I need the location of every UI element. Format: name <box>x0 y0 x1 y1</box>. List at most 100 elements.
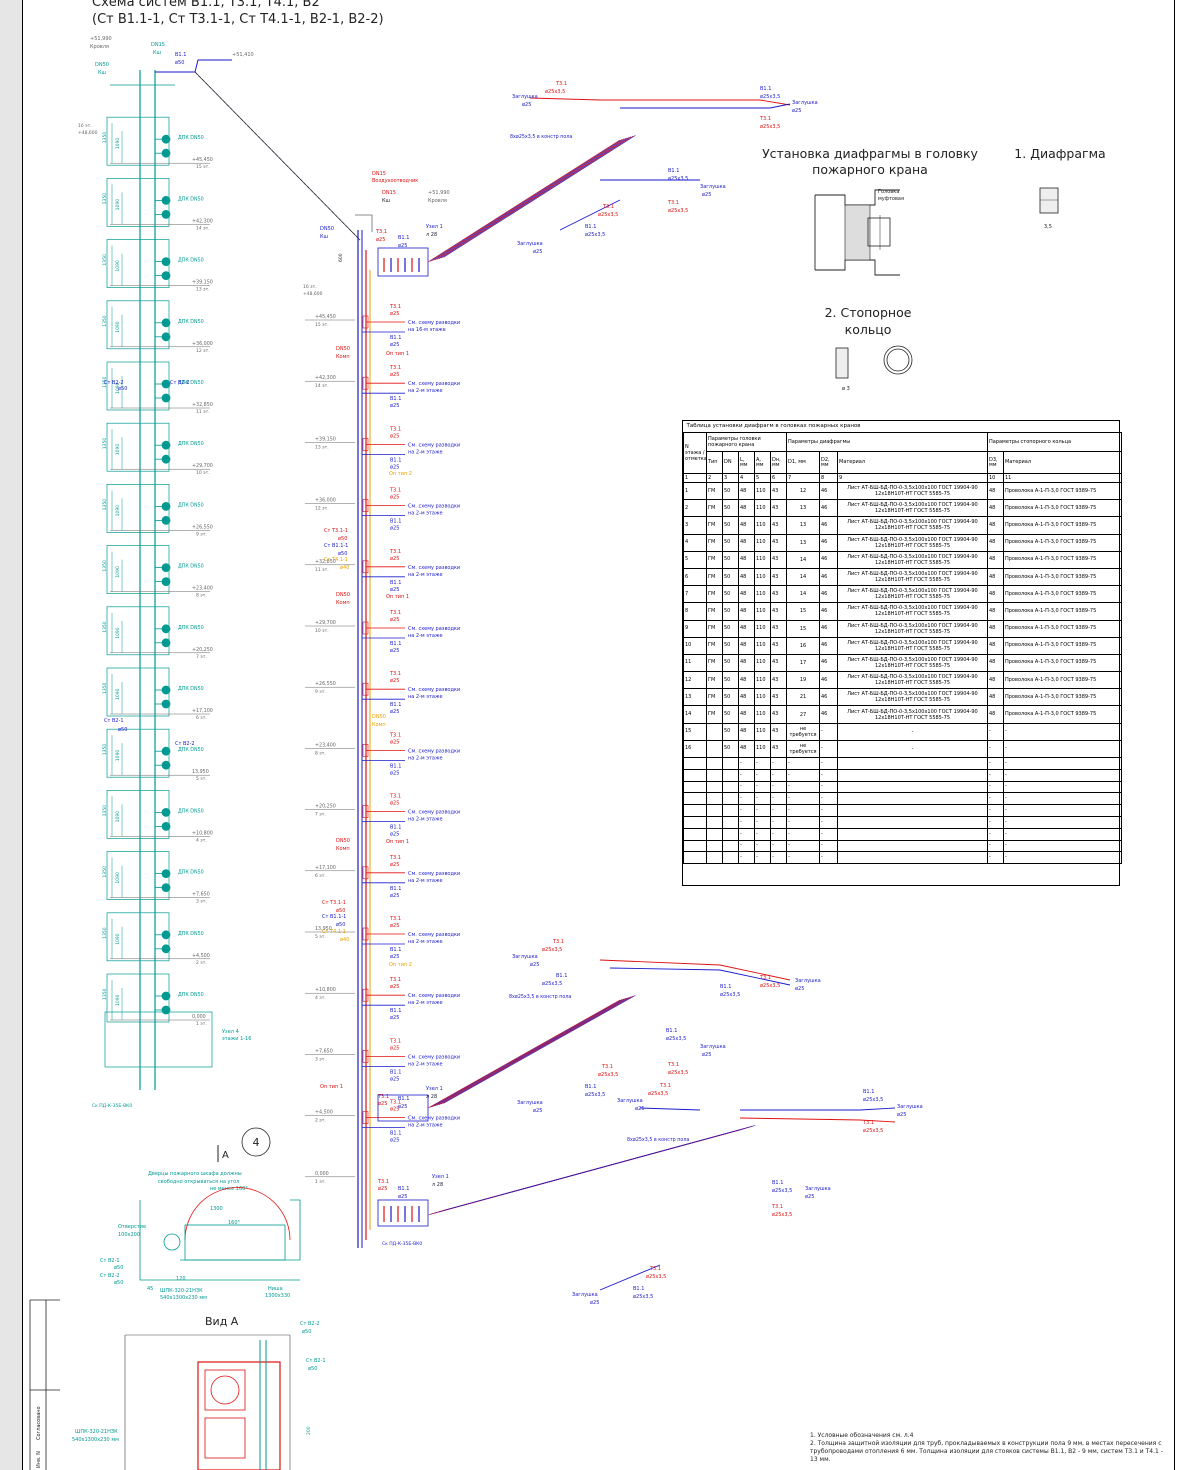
table-cell: 48 <box>738 602 755 621</box>
table-subheader-cell: Материал <box>837 451 988 474</box>
table-cell: - <box>786 827 820 841</box>
st-b11-1: Ст В1.1-1 <box>324 543 348 549</box>
b11-floor: В1.1 <box>390 1131 401 1137</box>
valve-icon <box>161 577 171 586</box>
ring-dim: ø 3 <box>842 386 850 392</box>
width-1300: 1300 <box>210 1206 223 1212</box>
d25-floor-b: ø25 <box>390 893 399 899</box>
table-cell: - <box>1002 851 1123 865</box>
floor-elev: +23,400 <box>192 586 213 592</box>
node1-2: Узел 1 <box>426 1086 443 1092</box>
b11-label: В1.1 <box>175 52 186 58</box>
bundle-pipe <box>441 135 634 259</box>
valve-icon <box>161 318 171 328</box>
b11-b11: В1.1 <box>772 1180 783 1186</box>
plug-4: Заглушка <box>517 241 543 247</box>
see-floor: на 2-м этаже <box>408 1123 443 1129</box>
table-cell: - <box>1002 839 1123 853</box>
table-cell: - <box>1002 739 1123 759</box>
dim-1090: 1090 <box>115 505 121 517</box>
st-b2-1: Ст В2-1 <box>104 718 124 724</box>
table-cell: - <box>1002 722 1123 741</box>
valve-icon <box>161 624 171 634</box>
table-cell: - <box>819 768 838 782</box>
table-cell: - <box>738 804 755 817</box>
table-cell: 50 <box>722 705 739 724</box>
note-4: 13 мм. <box>810 1456 831 1463</box>
t31-b6-d: ø25x3,5 <box>760 983 780 989</box>
table-cell: 48 <box>987 481 1004 501</box>
st-b2-2: Ст В2-2 <box>104 380 124 386</box>
valve-icon <box>161 883 171 892</box>
bundle-pipe <box>443 995 636 1104</box>
table-cell <box>706 851 723 865</box>
bundle-pipe <box>430 139 623 262</box>
table-row-empty: ------- <box>683 768 1123 782</box>
valve-label: ДПК DN50 <box>178 380 204 386</box>
dim-1090: 1090 <box>115 321 121 333</box>
t31-b4: Т3.1 <box>602 204 614 210</box>
dim-1350: 1350 <box>102 132 108 144</box>
table-cell: 46 <box>819 481 838 501</box>
table-cell: Лист АТ-БШ-БД-ПО-0-3,5х100х100 ГОСТ 1990… <box>837 481 988 501</box>
see-floor: на 2-м этаже <box>408 511 443 517</box>
st-b2-2c: Ст В2-2 <box>175 741 195 747</box>
table-cell: 13 <box>683 688 707 707</box>
d25-floor: ø25 <box>390 923 399 929</box>
b11-m2: В1.1 <box>398 1096 409 1102</box>
b11-floor: В1.1 <box>390 763 401 769</box>
dim-1350: 1350 <box>102 438 108 450</box>
bundle-pipe <box>427 999 621 1109</box>
pipe-note-2: 8xø25x3,5 в констр пола <box>509 994 571 1000</box>
table-cell: Лист АТ-БШ-БД-ПО-0-3,5х100х100 ГОСТ 1990… <box>837 705 988 724</box>
plug-4-d: ø25 <box>533 249 542 255</box>
left-bottom-label: Ск ПД-К-35Б-ВК0 <box>92 1103 132 1109</box>
t31-floor: Т3.1 <box>389 671 401 677</box>
table-cell <box>837 780 988 794</box>
table-cell: 16 <box>786 636 820 655</box>
table-cell: 17 <box>786 653 820 673</box>
comp-mark <box>362 315 369 329</box>
table-cell: - <box>770 839 787 853</box>
d25-m3-b: ø25 <box>398 1194 407 1200</box>
table-cell: 48 <box>987 567 1004 587</box>
table-number-cell: 9 <box>837 473 988 483</box>
table-cell: 3 <box>683 516 707 535</box>
st-t31-1: Ст Т3.1-1 <box>324 528 348 534</box>
st-t31-d50-2: ø50 <box>336 908 345 914</box>
table-number-cell: 8 <box>819 473 838 483</box>
b11-floor: В1.1 <box>390 519 401 525</box>
th-ring: Параметры стопорного кольца <box>986 431 1123 453</box>
b11-b1-d: ø25x3,5 <box>760 94 780 100</box>
floor-elev: +42,300 <box>192 218 213 224</box>
dim-1090: 1090 <box>115 138 121 150</box>
valve-icon <box>161 822 171 831</box>
b11-b12-d: ø25x3,5 <box>633 1294 653 1300</box>
valve-icon <box>161 501 171 511</box>
ksh-label: Кш <box>153 50 162 56</box>
valve-label: ДПК DN50 <box>178 931 204 937</box>
op-t1-3: Оп тип 1 <box>386 839 409 845</box>
see-floor: на 2-м этаже <box>408 817 443 823</box>
table-cell: 46 <box>819 550 838 569</box>
dim-1090: 1090 <box>115 444 121 456</box>
table-cell: 110 <box>754 585 771 604</box>
table-cell: - <box>837 739 988 759</box>
table-cell: 110 <box>754 705 771 724</box>
dim-1350: 1350 <box>102 988 108 1000</box>
table-cell: 48 <box>738 636 755 655</box>
mid-floor-name: 9 эт. <box>315 689 326 695</box>
comp-mark <box>362 1111 369 1124</box>
table-cell: 14 <box>786 585 820 604</box>
door-arc <box>184 1187 291 1241</box>
st-b11-2: Ст В1.1-1 <box>322 914 346 920</box>
table-cell: 46 <box>819 636 838 655</box>
table-cell: 48 <box>987 602 1004 621</box>
